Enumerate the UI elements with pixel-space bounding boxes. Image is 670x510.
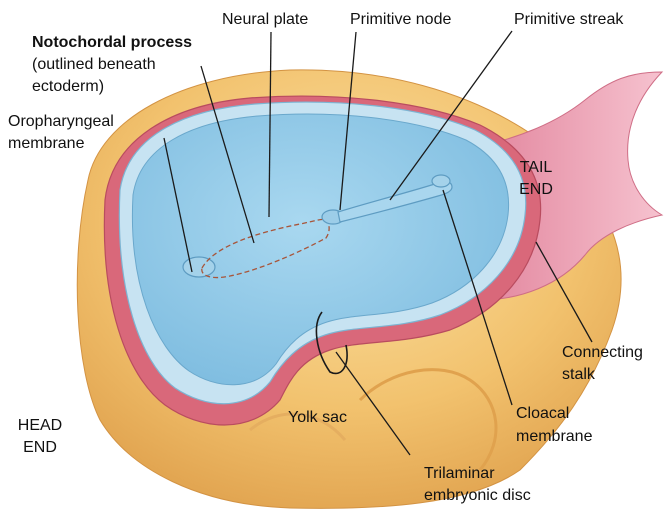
label-trilaminar-1: Trilaminar — [424, 464, 495, 483]
label-connecting-stalk-2: stalk — [562, 365, 595, 384]
label-notochordal-note-1: (outlined beneath — [32, 55, 156, 74]
label-notochordal-note-2: ectoderm) — [32, 77, 104, 96]
label-notochordal-process: Notochordal process — [32, 33, 192, 52]
label-yolk-sac: Yolk sac — [288, 408, 347, 427]
cloacal-membrane-shape — [432, 175, 450, 187]
label-neural-plate: Neural plate — [222, 10, 308, 29]
label-tail-end-1: TAIL — [512, 158, 560, 177]
label-cloacal-membrane-2: membrane — [516, 427, 592, 446]
label-primitive-streak: Primitive streak — [514, 10, 623, 29]
label-tail-end-2: END — [512, 180, 560, 199]
oropharyngeal-membrane-shape — [183, 257, 215, 277]
label-oropharyngeal-1: Oropharyngeal — [8, 112, 114, 131]
label-primitive-node: Primitive node — [350, 10, 451, 29]
label-connecting-stalk-1: Connecting — [562, 343, 643, 362]
label-cloacal-membrane-1: Cloacal — [516, 404, 569, 423]
label-oropharyngeal-2: membrane — [8, 134, 84, 153]
label-head-end-1: HEAD — [10, 416, 70, 435]
label-head-end-2: END — [10, 438, 70, 457]
label-trilaminar-2: embryonic disc — [424, 486, 531, 505]
